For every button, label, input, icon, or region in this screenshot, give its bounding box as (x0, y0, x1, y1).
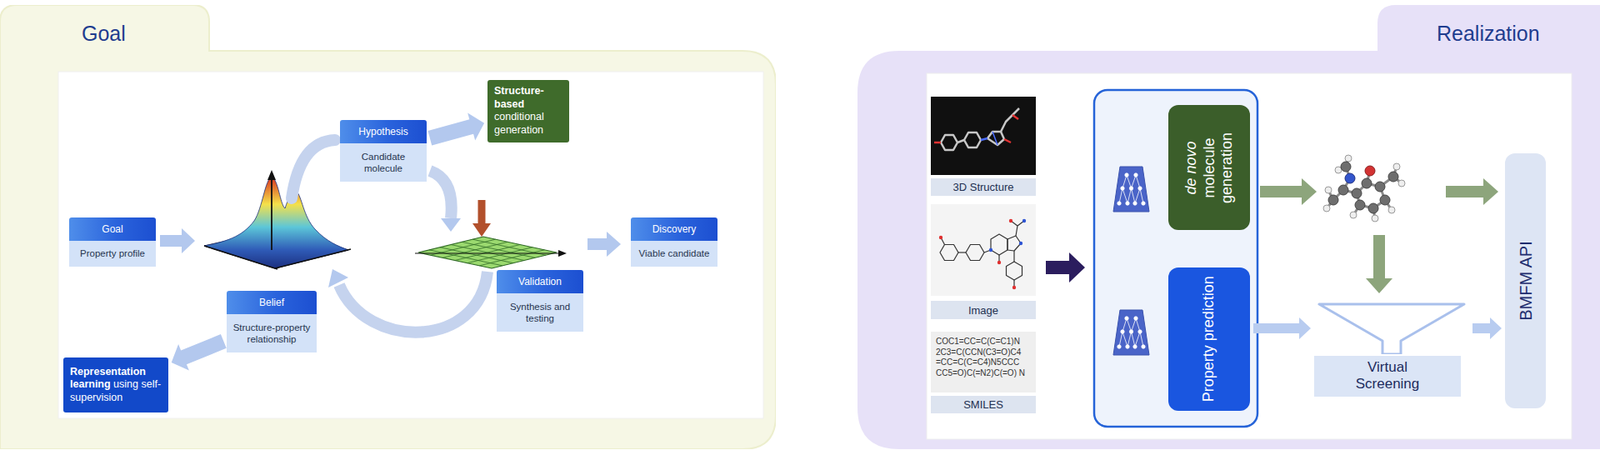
method-box: Structure-basedconditional generation (487, 80, 570, 143)
input-label: SMILES (930, 395, 1036, 414)
model-container (1094, 90, 1258, 427)
screening-label: Virtual Screening (1314, 355, 1461, 397)
card-body: Candidate molecule (340, 143, 427, 182)
output-arrow (1445, 178, 1499, 205)
goal-panel: GoalGoalProperty profileHypothesisCandid… (0, 5, 776, 450)
card-title: Validation (518, 275, 562, 288)
step-card: HypothesisCandidate molecule (340, 120, 427, 182)
box-text: Representation learning using self-super… (70, 365, 162, 405)
card-title: Discovery (652, 223, 697, 235)
card-text: Property profile (80, 247, 145, 260)
structure-image (930, 96, 1036, 175)
model-text: molecule generation (1200, 131, 1235, 203)
funnel-shape (1314, 300, 1470, 355)
select-arrow-head (472, 223, 491, 237)
box-strong: Structure-based (494, 85, 563, 111)
structure-drawing (930, 204, 1036, 296)
card-text: Structure-property relationship (231, 321, 312, 346)
cycle-arc (430, 170, 452, 219)
box-rest: conditional generation (494, 110, 563, 137)
step-card: BeliefStructure-property relationship (226, 290, 317, 353)
molecule-3d (1323, 155, 1405, 222)
block-arrow (1253, 317, 1311, 340)
screening-text: Virtual Screening (1339, 359, 1436, 394)
input-card: 3D Structure (930, 96, 1036, 196)
screening-funnel: Virtual Screening (1314, 300, 1470, 397)
input-label-text: Image (968, 304, 999, 317)
card-text: Candidate molecule (345, 150, 422, 175)
block-arrow (160, 228, 195, 254)
structure-render (930, 96, 1036, 175)
rotated-text: BMFM API (1515, 159, 1536, 403)
step-card: ValidationSynthesis and testing (496, 270, 584, 332)
step-card: DiscoveryViable candidate (630, 217, 718, 267)
output-arrow (1365, 235, 1393, 294)
panel-title-wrap: Goal (81, 21, 126, 46)
card-text: Viable candidate (639, 247, 710, 260)
structure-image (930, 204, 1036, 296)
card-header: Belief (226, 290, 317, 315)
block-arrow (1472, 317, 1502, 340)
api-bar: BMFM API (1505, 153, 1546, 409)
model-text: BMFM API (1516, 240, 1535, 321)
arc-head (440, 218, 461, 232)
panel-title: Realization (1436, 21, 1540, 45)
input-card: Image (930, 204, 1036, 320)
card-text: Synthesis and testing (501, 300, 579, 325)
input-label-text: SMILES (963, 398, 1004, 411)
card-title: Hypothesis (358, 125, 408, 138)
card-title: Goal (101, 223, 123, 235)
network-icon (1113, 166, 1150, 212)
card-header: Hypothesis (340, 120, 427, 144)
step-card: GoalProperty profile (69, 217, 156, 267)
panel-title-wrap: Realization (1436, 21, 1540, 46)
card-body: Synthesis and testing (496, 293, 584, 332)
cycle-arc (291, 140, 335, 199)
block-arrow (428, 113, 485, 146)
test-grid (415, 236, 567, 269)
rotated-text: Property prediction (1200, 273, 1219, 405)
landscape-surface (204, 170, 351, 270)
model-text: de novo (1182, 140, 1200, 195)
smiles-box: COC1=CC=C(C=C1)N 2C3=C(CCN(C3=O)C4 =CC=C… (930, 331, 1036, 393)
card-header: Discovery (630, 217, 718, 241)
network-icon (1113, 310, 1150, 355)
method-box: Representation learning using self-super… (63, 357, 169, 413)
realization-panel: Realization 3D Structure (857, 5, 1600, 450)
cycle-arc (339, 271, 488, 333)
card-body: Property profile (69, 240, 156, 267)
input-card: COC1=CC=C(C=C1)N 2C3=C(CCN(C3=O)C4 =CC=C… (930, 331, 1036, 414)
block-arrow (587, 231, 621, 257)
output-arrow (1260, 178, 1317, 205)
card-title: Belief (259, 296, 285, 309)
input-label: Image (930, 300, 1036, 320)
card-header: Validation (496, 270, 584, 294)
model-box: de novo molecule generation (1168, 105, 1250, 230)
panel-title: Goal (81, 21, 126, 45)
input-label-text: 3D Structure (953, 180, 1015, 194)
input-arrow (1045, 252, 1085, 283)
card-body: Structure-property relationship (226, 314, 317, 353)
smiles-string: COC1=CC=C(C=C1)N 2C3=C(CCN(C3=O)C4 =CC=C… (935, 336, 1031, 379)
block-arrow (171, 334, 227, 371)
card-body: Viable candidate (630, 240, 718, 267)
input-label: 3D Structure (930, 178, 1036, 196)
box-text: Structure-basedconditional generation (494, 85, 563, 138)
card-header: Goal (69, 217, 156, 241)
rotated-text: de novo molecule generation (1182, 110, 1237, 225)
arc-head (328, 269, 349, 288)
model-text: Property prediction (1200, 275, 1217, 402)
select-arrow (478, 200, 486, 225)
model-box: Property prediction (1168, 267, 1250, 411)
